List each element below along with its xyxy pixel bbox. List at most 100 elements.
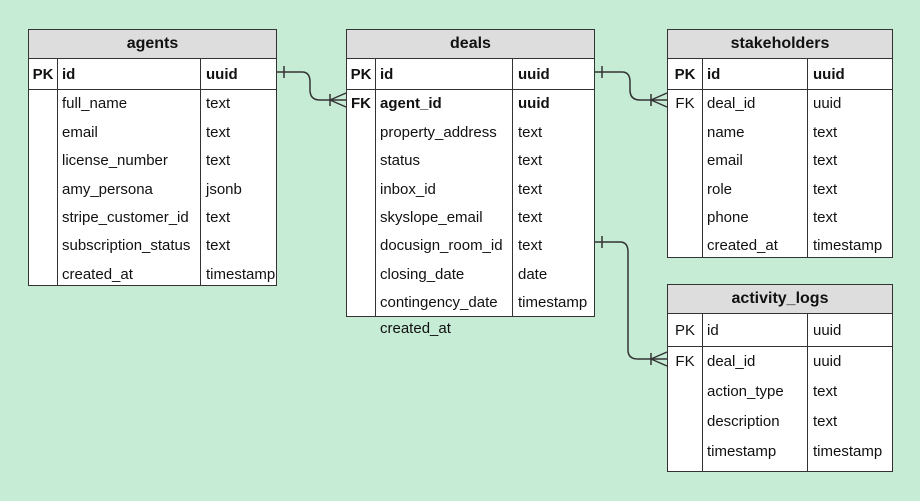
field-name: id xyxy=(707,322,719,339)
field-type: text xyxy=(206,208,231,226)
field-type: date xyxy=(518,265,548,283)
column-divider xyxy=(702,314,703,471)
table-title: activity_logs xyxy=(668,285,892,314)
field-name: id xyxy=(380,66,394,83)
field-name: license_number xyxy=(62,152,168,170)
table-row: PK id uuid xyxy=(668,61,892,91)
field-name: description xyxy=(707,413,780,430)
table-row: created_at timestamp xyxy=(29,261,276,289)
field-name: deal_id xyxy=(707,95,756,113)
table-row: timestamp timestamp xyxy=(668,437,892,467)
field-name: contingency_date xyxy=(380,294,498,312)
field-type: text xyxy=(518,237,543,255)
column-divider xyxy=(807,314,808,471)
field-type: text xyxy=(206,123,231,141)
trailing-field-created-at: created_at xyxy=(380,320,451,337)
table-title: stakeholders xyxy=(668,30,892,59)
table-row: description text xyxy=(668,407,892,437)
table-row: docusign_room_id text xyxy=(347,232,594,260)
table-row: subscription_status text xyxy=(29,232,276,260)
table-row: PK id uuid xyxy=(668,316,892,347)
relationship-agents-deals xyxy=(277,66,347,108)
field-type: timestamp xyxy=(813,443,883,460)
field-type: text xyxy=(518,152,543,170)
field-name: status xyxy=(380,152,421,170)
table-row: status text xyxy=(347,147,594,175)
field-name: created_at xyxy=(62,265,133,283)
field-type: uuid xyxy=(813,322,842,339)
table-row: PK id uuid xyxy=(347,61,594,91)
key-cell: PK xyxy=(674,322,695,339)
field-name: role xyxy=(707,180,733,198)
column-divider xyxy=(512,59,513,316)
table-title: agents xyxy=(29,30,276,59)
key-cell: FK xyxy=(675,353,695,370)
field-type: timestamp xyxy=(206,265,276,283)
field-name: email xyxy=(707,152,743,170)
field-name: amy_persona xyxy=(62,180,153,198)
field-type: text xyxy=(813,123,838,141)
table-row: amy_persona jsonb xyxy=(29,176,276,204)
key-cell: FK xyxy=(351,95,371,113)
column-divider xyxy=(57,59,58,285)
field-type: text xyxy=(206,95,231,113)
field-name: id xyxy=(62,66,76,83)
field-type: uuid xyxy=(813,353,842,370)
field-name: docusign_room_id xyxy=(380,237,503,255)
field-name: stripe_customer_id xyxy=(62,208,189,226)
field-type: uuid xyxy=(206,66,238,83)
field-name: id xyxy=(707,66,721,83)
relationship-deals-stakeholders xyxy=(595,66,668,108)
field-name: subscription_status xyxy=(62,237,191,255)
field-type: uuid xyxy=(518,66,550,83)
table-row: stripe_customer_id text xyxy=(29,204,276,232)
table-row: full_name text xyxy=(29,90,276,118)
table-row: contingency_date timestamp xyxy=(347,289,594,317)
field-type: timestamp xyxy=(518,294,588,312)
field-type: text xyxy=(206,152,231,170)
field-name: phone xyxy=(707,208,749,226)
field-name: skyslope_email xyxy=(380,208,483,226)
field-type: text xyxy=(518,123,543,141)
table-row: license_number text xyxy=(29,147,276,175)
field-name: full_name xyxy=(62,95,128,113)
field-name: timestamp xyxy=(707,443,777,460)
field-name: closing_date xyxy=(380,265,465,283)
field-type: text xyxy=(813,413,838,430)
column-divider xyxy=(200,59,201,285)
field-name: deal_id xyxy=(707,353,756,370)
field-type: text xyxy=(813,180,838,198)
field-type: text xyxy=(813,208,838,226)
field-type: text xyxy=(206,237,231,255)
table-row: closing_date date xyxy=(347,261,594,289)
column-divider xyxy=(807,59,808,257)
field-type: uuid xyxy=(518,95,550,113)
key-cell: PK xyxy=(350,66,372,83)
field-name: created_at xyxy=(707,237,778,255)
field-type: uuid xyxy=(813,95,842,113)
field-name: action_type xyxy=(707,383,784,400)
column-divider xyxy=(702,59,703,257)
key-cell: PK xyxy=(674,66,696,83)
key-cell: FK xyxy=(675,95,695,113)
table-title: deals xyxy=(347,30,594,59)
field-type: text xyxy=(518,180,543,198)
field-type: uuid xyxy=(813,66,845,83)
field-type: jsonb xyxy=(206,180,242,198)
table-row: FK deal_id uuid xyxy=(668,90,892,118)
